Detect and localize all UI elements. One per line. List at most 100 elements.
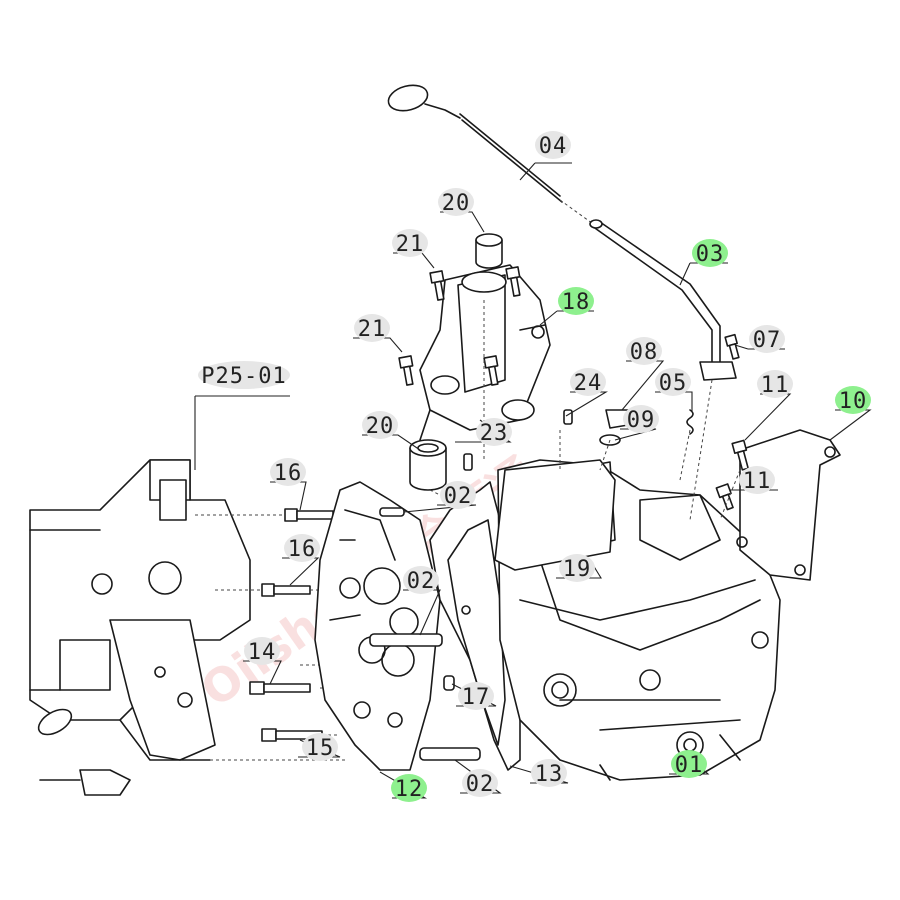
callout-label: 20	[438, 188, 474, 216]
callout-label: 15	[302, 733, 338, 761]
callout-bubble	[440, 481, 476, 509]
callout-text: 02	[444, 484, 473, 509]
callout-bubble	[835, 386, 871, 414]
callout-label: 17	[458, 682, 494, 710]
callout-label: 09	[623, 405, 659, 433]
callout-bubble	[392, 229, 428, 257]
callout-text: 02	[407, 569, 436, 594]
part-bolts-21	[398, 266, 521, 386]
callout-text: 23	[480, 421, 509, 446]
callout-text: 02	[466, 772, 495, 797]
callout-bubble	[626, 337, 662, 365]
callout-bubble	[244, 637, 280, 665]
callout-label: 11	[739, 466, 775, 494]
part-front-cover	[314, 481, 441, 771]
part-bracket-10	[736, 429, 841, 581]
callout-label: 12	[391, 774, 427, 802]
callout-bubble	[671, 750, 707, 778]
callout-text: 19	[563, 557, 592, 582]
callout-text: 09	[627, 408, 656, 433]
callout-bubble	[458, 682, 494, 710]
callout-bubble	[362, 411, 398, 439]
callout-bubble	[692, 239, 728, 267]
callout-text: 01	[675, 753, 704, 778]
callout-bubble	[559, 554, 595, 582]
part-bolts-11	[715, 439, 749, 511]
callout-bubble	[270, 458, 306, 486]
part-top-cover-19	[494, 459, 616, 571]
callout-text: 20	[442, 191, 471, 216]
part-dipstick-tube	[589, 219, 737, 381]
part-front-frame	[29, 459, 251, 796]
callout-bubble	[354, 314, 390, 342]
callout-label: 13	[531, 759, 567, 787]
callout-text: 15	[306, 736, 335, 761]
callout-text: 14	[248, 640, 277, 665]
callout-label: 07	[749, 325, 785, 353]
callout-text: 20	[366, 414, 395, 439]
callout-text: 17	[462, 685, 491, 710]
callout-bubble	[757, 370, 793, 398]
callout-label: 21	[354, 314, 390, 342]
part-dipstick	[387, 84, 597, 227]
callout-bubble	[403, 566, 439, 594]
callout-label: 01	[671, 750, 707, 778]
callout-text: 21	[358, 317, 387, 342]
callout-text: 13	[535, 762, 564, 787]
part-dowel-pins	[369, 507, 481, 761]
part-bushing-lower	[409, 439, 447, 491]
callout-bubble	[535, 131, 571, 159]
callout-label: 24	[570, 368, 606, 396]
callout-bubble	[284, 534, 320, 562]
callout-text: 18	[562, 290, 591, 315]
callout-label: 20	[362, 411, 398, 439]
callout-bubble	[739, 466, 775, 494]
callout-label: 05	[655, 368, 691, 396]
callout-label: 11	[757, 370, 793, 398]
part-bushing-upper	[475, 233, 503, 269]
callout-label: 03	[692, 239, 728, 267]
callout-bubble	[391, 774, 427, 802]
callout-bubble	[570, 368, 606, 396]
callout-label: 21	[392, 229, 428, 257]
callout-text: 24	[574, 371, 603, 396]
part-shift-housing	[419, 264, 551, 461]
callout-text: 10	[839, 389, 868, 414]
callout-text: 16	[274, 461, 303, 486]
callout-text: 04	[539, 134, 568, 159]
callout-label: 19	[559, 554, 595, 582]
callout-label: 18	[558, 287, 594, 315]
callout-text: 21	[396, 232, 425, 257]
callout-text: P25-01	[201, 364, 286, 389]
callout-label: 14	[244, 637, 280, 665]
callout-bubble	[476, 418, 512, 446]
callout-text: 11	[761, 373, 790, 398]
callout-bubble	[655, 368, 691, 396]
callout-bubble	[462, 769, 498, 797]
callout-label: 02	[403, 566, 439, 594]
callout-label: 08	[626, 337, 662, 365]
callout-label: 10	[835, 386, 871, 414]
callout-label: P25-01	[198, 361, 290, 389]
callout-text: 11	[743, 469, 772, 494]
callout-text: 12	[395, 777, 424, 802]
callout-label: 02	[462, 769, 498, 797]
callout-bubble	[438, 188, 474, 216]
part-pin-17	[443, 675, 455, 691]
callout-label: 02	[440, 481, 476, 509]
callout-text: 08	[630, 340, 659, 365]
callout-text: 05	[659, 371, 688, 396]
callout-bubble	[198, 361, 290, 389]
callout-bubble	[558, 287, 594, 315]
callout-bubble	[531, 759, 567, 787]
callout-bubble	[302, 733, 338, 761]
callout-label: 16	[284, 534, 320, 562]
callout-text: 16	[288, 537, 317, 562]
callout-text: 07	[753, 328, 782, 353]
callout-label: 04	[535, 131, 571, 159]
callout-label: 23	[476, 418, 512, 446]
callout-bubble	[749, 325, 785, 353]
